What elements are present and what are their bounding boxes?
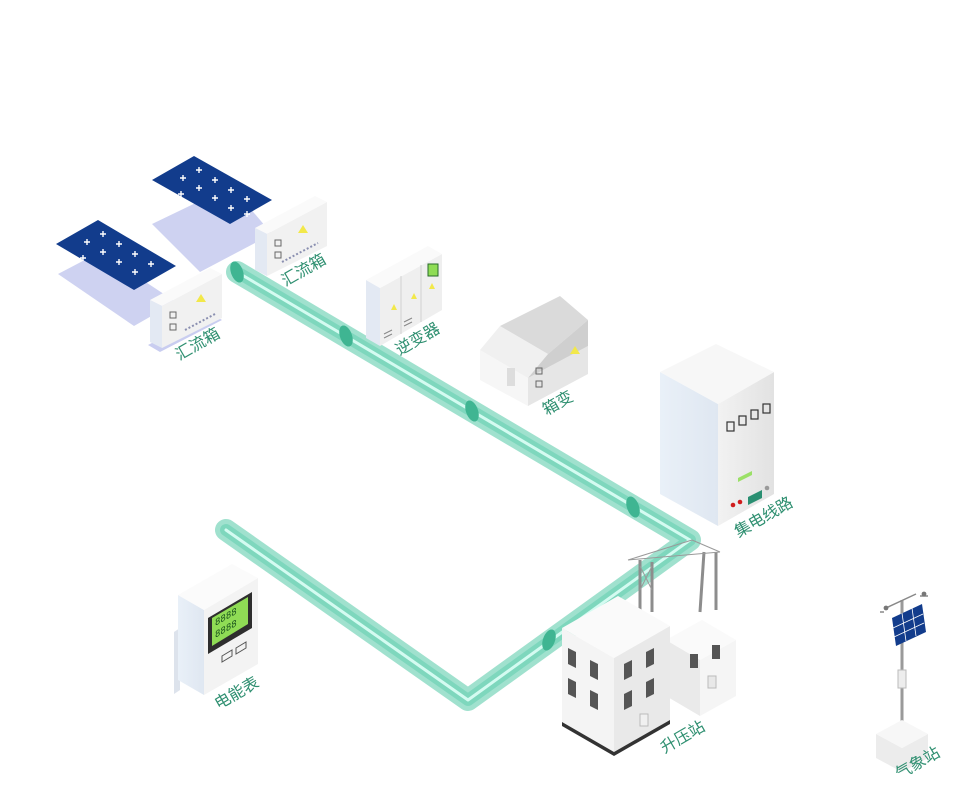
pipe-ring [230, 261, 640, 651]
weather-station [876, 591, 928, 772]
energy-meter: 8888 8888 [174, 564, 258, 695]
collector-line-cabinet [660, 344, 774, 526]
inverter [366, 246, 442, 346]
booster-station [562, 539, 736, 756]
solar-panel-1 [152, 156, 272, 272]
box-transformer [480, 296, 588, 406]
combiner-box-2 [255, 196, 327, 276]
combiner-box-1 [148, 268, 222, 352]
solar-panel-2 [56, 220, 176, 326]
